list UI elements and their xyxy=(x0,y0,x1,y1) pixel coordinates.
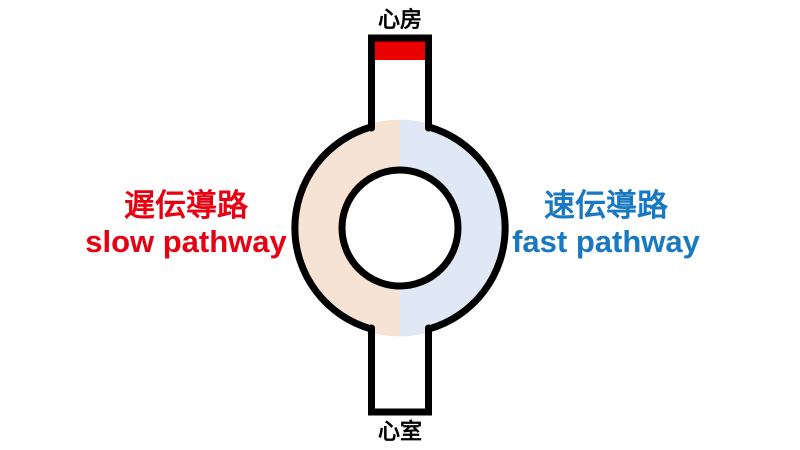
fast-pathway-label-ja: 速伝導路 xyxy=(544,188,669,223)
atrium-tube-interior xyxy=(375,41,425,123)
ring-outline-right xyxy=(425,123,509,333)
ring-inner-circle xyxy=(338,166,462,290)
slow-pathway-label-ja: 遅伝導路 xyxy=(124,188,249,223)
fast-pathway-label-en: fast pathway xyxy=(512,224,701,259)
ventricle-tube-walls xyxy=(368,324,432,412)
ventricle-label: 心室 xyxy=(378,419,422,444)
ring-outline-left xyxy=(291,123,375,333)
atrium-label: 心房 xyxy=(378,7,422,32)
ventricle-tube-interior xyxy=(375,333,425,409)
slow-pathway-label-en: slow pathway xyxy=(85,224,287,259)
atrium-tube-walls xyxy=(368,38,432,132)
impulse-bar-icon xyxy=(375,38,425,60)
